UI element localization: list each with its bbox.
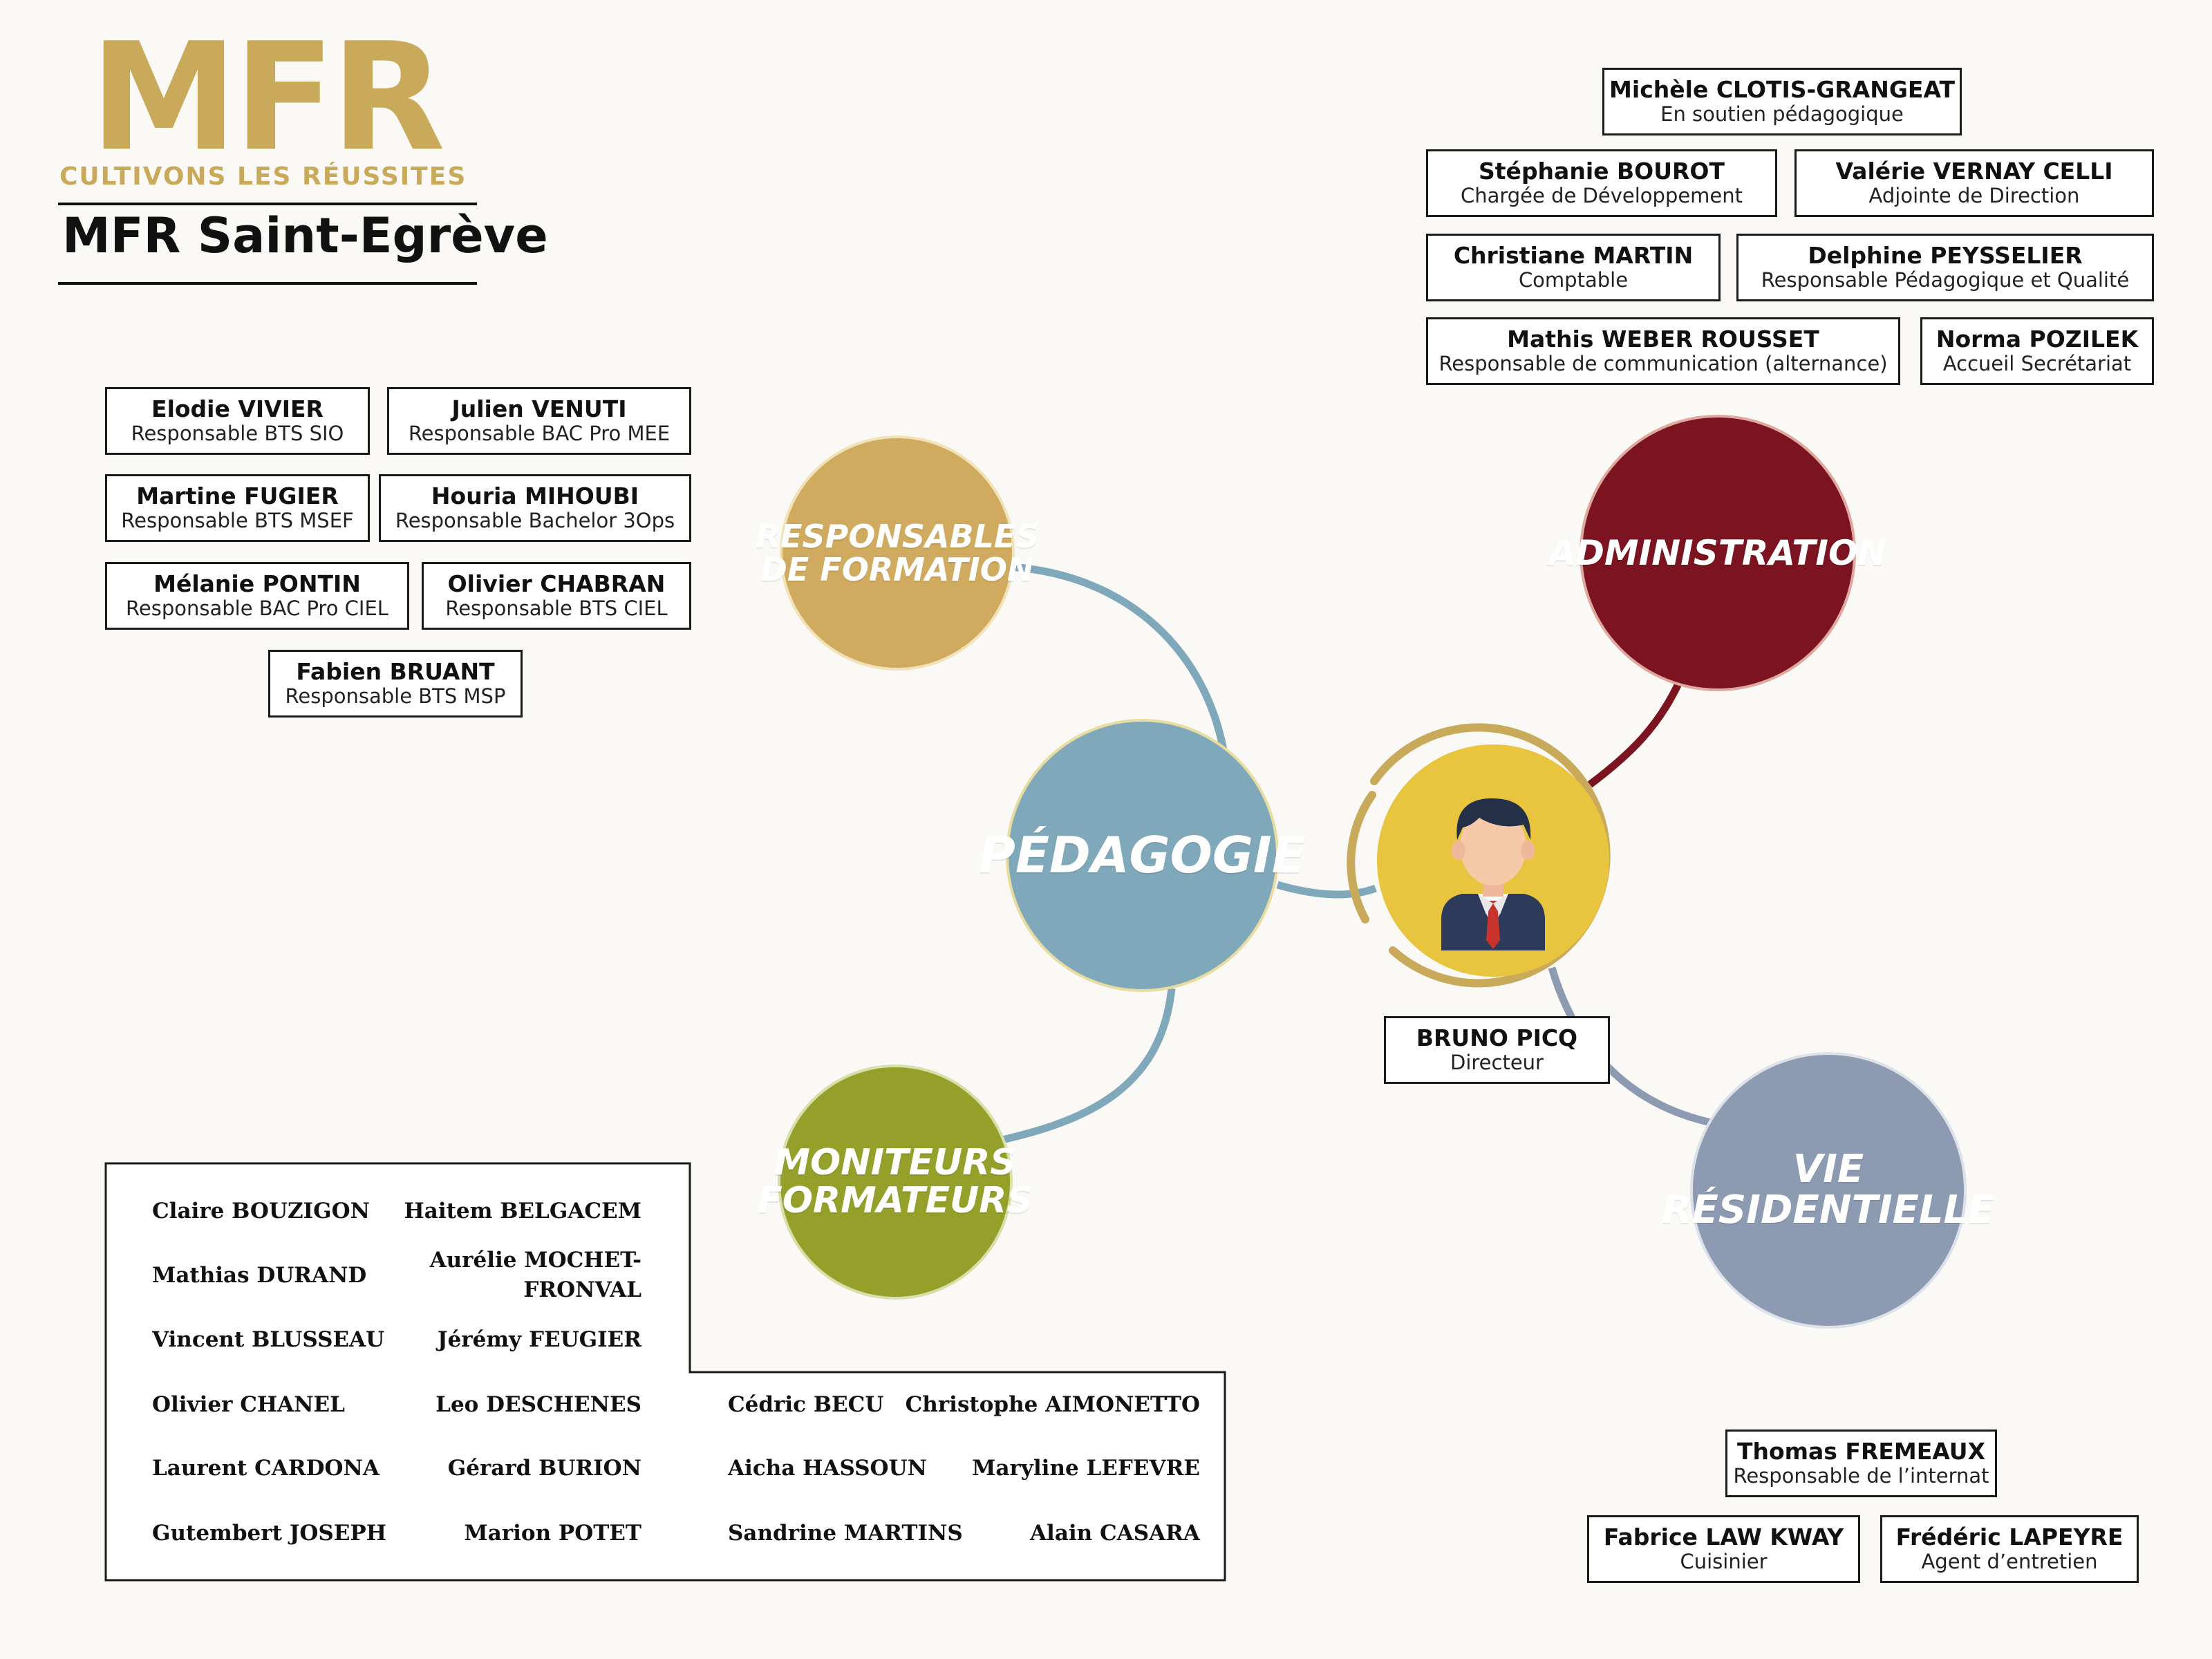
site-name: MFR Saint-Egrève — [62, 207, 548, 264]
moniteur-name: Gérard BURION — [447, 1456, 641, 1481]
person-card: Elodie VIVIER Responsable BTS SIO — [105, 387, 370, 455]
bubble-administration: ADMINISTRATION — [1549, 415, 1886, 691]
logo-tagline: CULTIVONS LES RÉUSSITES — [59, 162, 467, 191]
moniteur-name: Mathias DURAND — [152, 1263, 367, 1288]
logo-rule-top — [58, 203, 477, 205]
person-card: Frédéric LAPEYRE Agent d’entretien — [1880, 1515, 2139, 1583]
bubble-pedagogie: PÉDAGOGIE — [979, 719, 1306, 992]
moniteur-name: Maryline LEFEVRE — [972, 1456, 1200, 1481]
person-card: Julien VENUTI Responsable BAC Pro MEE — [387, 387, 691, 455]
moniteur-name: Laurent CARDONA — [152, 1456, 379, 1481]
person-card: Olivier CHABRAN Responsable BTS CIEL — [422, 562, 691, 630]
person-card: Norma POZILEK Accueil Secrétariat — [1920, 317, 2154, 385]
moniteur-name: Aicha HASSOUN — [728, 1456, 927, 1481]
person-card: Mélanie PONTIN Responsable BAC Pro CIEL — [105, 562, 409, 630]
person-card: Stéphanie BOUROT Chargée de Développemen… — [1426, 149, 1777, 217]
logo-rule-bottom — [58, 282, 477, 285]
person-card: Fabien BRUANT Responsable BTS MSP — [268, 650, 523, 718]
connector-moniteurs-pedagogie — [997, 988, 1176, 1145]
moniteur-name: Gutembert JOSEPH — [152, 1521, 386, 1546]
moniteur-name: Vincent BLUSSEAU — [152, 1327, 385, 1352]
mfr-logo-mark: MFR — [90, 38, 447, 156]
director-card: BRUNO PICQ Directeur — [1384, 1016, 1610, 1084]
bubble-vie-residentielle: VIE RÉSIDENTIELLE — [1662, 1052, 1995, 1329]
connector-director-vie — [1548, 966, 1716, 1127]
bubble-moniteurs-formateurs: MONITEURS FORMATEURS — [758, 1065, 1033, 1300]
person-card: Houria MIHOUBI Responsable Bachelor 3Ops — [379, 474, 691, 542]
connector-responsables-pedagogie — [1009, 563, 1228, 751]
bubble-responsables-formation: RESPONSABLES DE FORMATION — [756, 435, 1038, 671]
person-card: Delphine PEYSSELIER Responsable Pédagogi… — [1736, 234, 2154, 301]
moniteur-name: Christophe AIMONETTO — [905, 1392, 1200, 1417]
businessman-icon — [1377, 744, 1609, 977]
person-card: Michèle CLOTIS-GRANGEAT En soutien pédag… — [1602, 68, 1962, 135]
person-card: Martine FUGIER Responsable BTS MSEF — [105, 474, 370, 542]
moniteur-name: FRONVAL — [523, 1277, 641, 1302]
person-card: Valérie VERNAY CELLI Adjointe de Directi… — [1794, 149, 2154, 217]
person-card: Christiane MARTIN Comptable — [1426, 234, 1721, 301]
moniteur-name: Aurélie MOCHET- — [429, 1248, 641, 1273]
person-card: Thomas FREMEAUX Responsable de l’interna… — [1725, 1430, 1997, 1497]
moniteur-name: Marion POTET — [464, 1521, 641, 1546]
logo-text: MFR — [90, 38, 443, 156]
moniteur-name: Haitem BELGACEM — [404, 1199, 641, 1224]
moniteur-name: Sandrine MARTINS — [728, 1521, 963, 1546]
moniteur-name: Leo DESCHENES — [435, 1392, 641, 1417]
connector-pedagogie-director — [1276, 881, 1377, 899]
moniteur-name: Olivier CHANEL — [152, 1392, 345, 1417]
connector-director-administration — [1587, 679, 1683, 788]
moniteur-name: Claire BOUZIGON — [152, 1199, 370, 1224]
moniteur-name: Cédric BECU — [728, 1392, 884, 1417]
moniteur-name: Alain CASARA — [1029, 1521, 1200, 1546]
person-card: Mathis WEBER ROUSSET Responsable de comm… — [1426, 317, 1900, 385]
moniteur-name: Jérémy FEUGIER — [437, 1327, 641, 1352]
person-card: Fabrice LAW KWAY Cuisinier — [1587, 1515, 1860, 1583]
